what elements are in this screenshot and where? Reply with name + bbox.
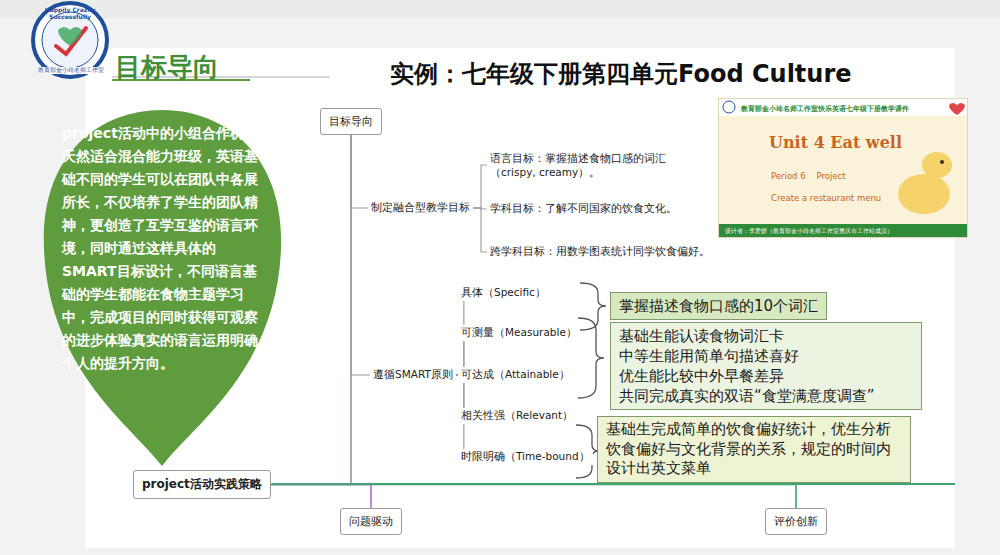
thumbnail-text: Unit 4 Eat well	[769, 133, 902, 152]
branch-item: 遵循SMART原则	[370, 367, 456, 383]
callout-box: 基础生能认读食物词汇卡 中等生能用简单句描述喜好 优生能比较中外早餐差异 共同完…	[610, 322, 922, 410]
brace	[578, 318, 604, 398]
node-text: 时限明确（Time-bound）	[461, 450, 590, 464]
mindmap-topic: 评价创新	[765, 508, 827, 535]
dinosaur-head	[922, 152, 952, 178]
thumbnail-art	[719, 99, 968, 238]
node-text: 掌握描述食物口感的10个词汇	[619, 296, 818, 316]
node-text: 可达成（Attainable）	[461, 368, 570, 382]
node-text: 遵循SMART原则	[373, 368, 453, 382]
smart-item: 时限明确（Time-bound）	[458, 449, 593, 465]
connector-line	[473, 165, 487, 208]
thumbnail-text: 设计者：李爱妍（教育部金小玲名师工作室重庆市工作站成员）	[725, 227, 893, 236]
teardrop-panel: project活动中的小组合作机制天然适合混合能力班级，英语基础不同的学生可以在…	[40, 108, 285, 468]
smart-item: 可测量（Measurable）	[458, 325, 580, 341]
logo-check	[56, 28, 86, 54]
node-text: 具体（Specific）	[461, 286, 546, 300]
dinosaur-eye	[940, 160, 944, 164]
branch-item: 制定融合型教学目标	[368, 200, 473, 216]
slide-title: 实例：七年级下册第四单元Food Culture	[390, 58, 852, 90]
logo-ring	[33, 3, 107, 77]
node-text: 制定融合型教学目标	[371, 201, 470, 215]
node-text: project活动实践策略	[142, 476, 262, 493]
node-text: 相关性强（Relevant）	[461, 409, 573, 423]
root-topic: project活动实践策略	[133, 470, 271, 499]
thumbnail-footer	[719, 224, 968, 238]
connector-line	[271, 135, 351, 485]
node-text: 跨学科目标：用数学图表统计同学饮食偏好。	[490, 245, 710, 259]
thumbnail-logo	[723, 101, 735, 113]
slide-thumbnail: 教育部金小玲名师工作室快乐英语七年级下册教学课件 Unit 4 Eat wellP…	[718, 98, 968, 238]
node-text: 语言目标：掌握描述食物口感的词汇（crispy, creamy）。	[490, 151, 706, 179]
thumbnail-text: 教育部金小玲名师工作室快乐英语七年级下册教学课件	[741, 104, 909, 114]
connector-line	[351, 135, 370, 375]
connector-line	[473, 208, 487, 252]
goal-item: 语言目标：掌握描述食物口感的词汇（crispy, creamy）。	[487, 150, 709, 180]
connector-line	[271, 485, 796, 509]
node-text: 可测量（Measurable）	[461, 326, 577, 340]
smart-item: 相关性强（Relevant）	[458, 408, 576, 424]
thumbnail-text: Create a restaurant menu	[771, 193, 881, 203]
logo-motto: Happily Crazily Successfully	[40, 6, 100, 20]
connector-line	[351, 135, 368, 208]
node-text: 评价创新	[774, 514, 818, 529]
node-text: 基础生完成简单的饮食偏好统计，优生分析饮食偏好与文化背景的关系，规定的时间内设计…	[606, 420, 902, 479]
top-band	[0, 0, 1000, 18]
thumbnail-heart	[949, 103, 965, 115]
smart-item: 可达成（Attainable）	[458, 367, 573, 383]
node-text: 目标导向	[329, 114, 373, 129]
node-text: 问题驱动	[349, 514, 393, 529]
node-text: project活动中的小组合作机制天然适合混合能力班级，英语基础不同的学生可以在…	[40, 108, 285, 375]
thumbnail-text: Period 6 Project	[771, 171, 846, 181]
goal-item: 跨学科目标：用数学图表统计同学饮食偏好。	[487, 244, 713, 260]
dinosaur-body	[898, 174, 950, 214]
goal-item: 学科目标：了解不同国家的饮食文化。	[487, 201, 680, 217]
callout-box: 掌握描述食物口感的10个词汇	[610, 292, 827, 320]
mindmap-topic: 目标导向	[320, 108, 382, 135]
thumbnail-header	[719, 99, 968, 116]
logo-heart	[58, 27, 82, 46]
connector-line	[271, 485, 371, 509]
section-heading: 目标导向	[115, 50, 219, 85]
logo-inner	[42, 12, 98, 68]
node-text: 学科目标：了解不同国家的饮食文化。	[490, 202, 677, 216]
logo-caption: 教育部金小玲名师工作室	[38, 67, 102, 74]
callout-box: 基础生完成简单的饮食偏好统计，优生分析饮食偏好与文化背景的关系，规定的时间内设计…	[597, 416, 911, 483]
mindmap-topic: 问题驱动	[340, 508, 402, 535]
smart-item: 具体（Specific）	[458, 285, 549, 301]
node-text: 基础生能认读食物词汇卡 中等生能用简单句描述喜好 优生能比较中外早餐差异 共同完…	[619, 326, 913, 406]
